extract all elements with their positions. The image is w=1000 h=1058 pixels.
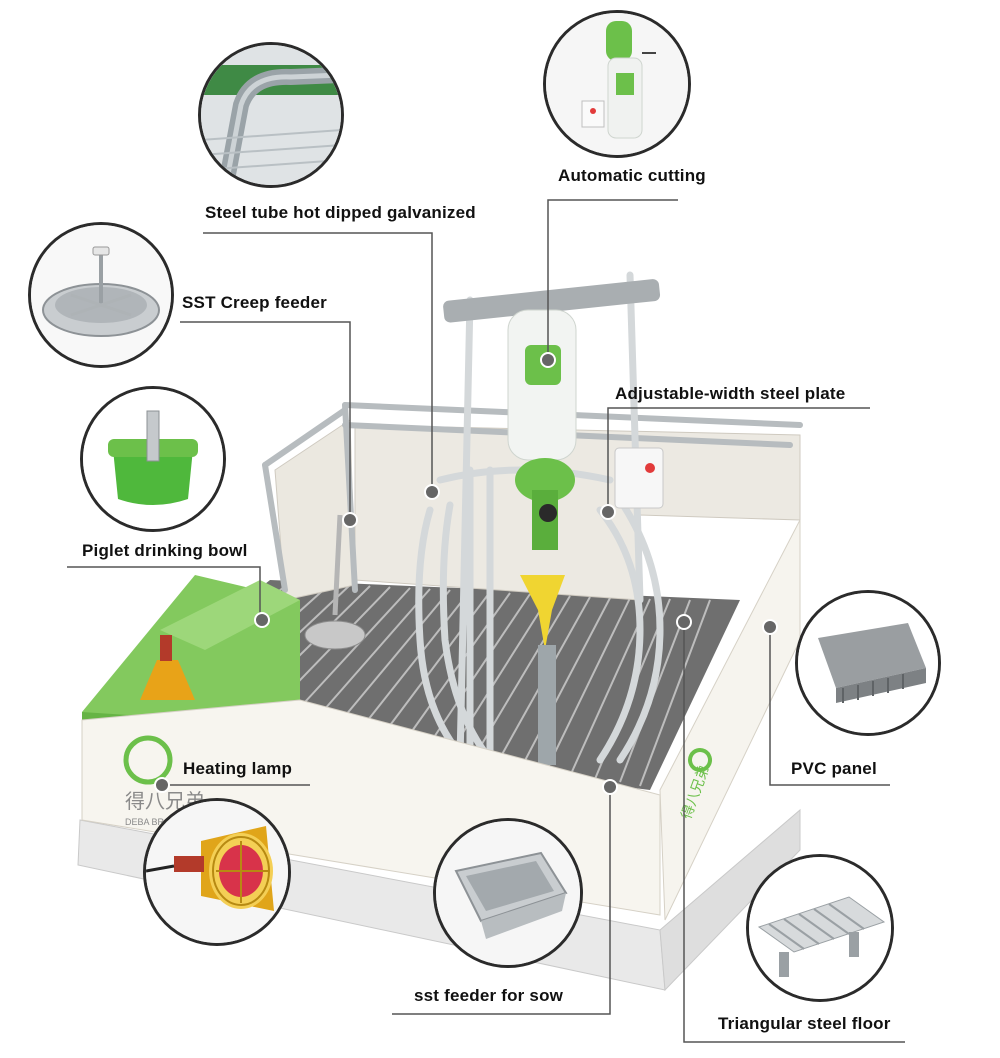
inset-sst-creep-feeder xyxy=(28,222,174,368)
label-automatic-cutting: Automatic cutting xyxy=(558,166,706,185)
label-sst-creep-feeder: SST Creep feeder xyxy=(182,293,327,312)
connector-dots xyxy=(154,352,778,795)
inset-triangular-floor xyxy=(746,854,894,1002)
control-box xyxy=(614,447,664,509)
label-triangular-floor: Triangular steel floor xyxy=(718,1014,891,1033)
drinking-bowl-icon xyxy=(83,389,223,529)
inset-automatic-cutting xyxy=(543,10,691,158)
label-heating-lamp: Heating lamp xyxy=(183,759,293,778)
label-sst-feeder-sow: sst feeder for sow xyxy=(414,986,564,1005)
triangular-floor-icon xyxy=(749,857,891,999)
inset-sst-feeder-sow xyxy=(433,818,583,968)
pvc-panel-icon xyxy=(798,593,938,733)
floor-creep-feeder xyxy=(304,514,366,650)
inset-heating-lamp xyxy=(143,798,291,946)
sow-feeder-icon xyxy=(436,821,580,965)
top-rails xyxy=(262,402,803,593)
steel-tube-icon xyxy=(201,45,341,185)
connector-lines xyxy=(67,199,905,1043)
heating-lamp-icon xyxy=(146,801,288,943)
heat-lamp-on-nest xyxy=(140,635,195,700)
inset-steel-tube xyxy=(198,42,344,188)
creep-feeder-icon xyxy=(31,225,171,365)
label-adjustable-plate: Adjustable-width steel plate xyxy=(615,384,846,403)
label-piglet-drinking-bowl: Piglet drinking bowl xyxy=(82,541,248,560)
feeder-dispenser-icon xyxy=(546,13,688,155)
overhead-bar xyxy=(443,279,661,323)
sow-crate-frame xyxy=(415,271,664,774)
inset-piglet-drinking-bowl xyxy=(80,386,226,532)
inset-pvc-panel xyxy=(795,590,941,736)
feeder-hopper xyxy=(507,309,577,765)
label-steel-tube: Steel tube hot dipped galvanized xyxy=(205,203,476,222)
label-pvc-panel: PVC panel xyxy=(791,759,877,778)
